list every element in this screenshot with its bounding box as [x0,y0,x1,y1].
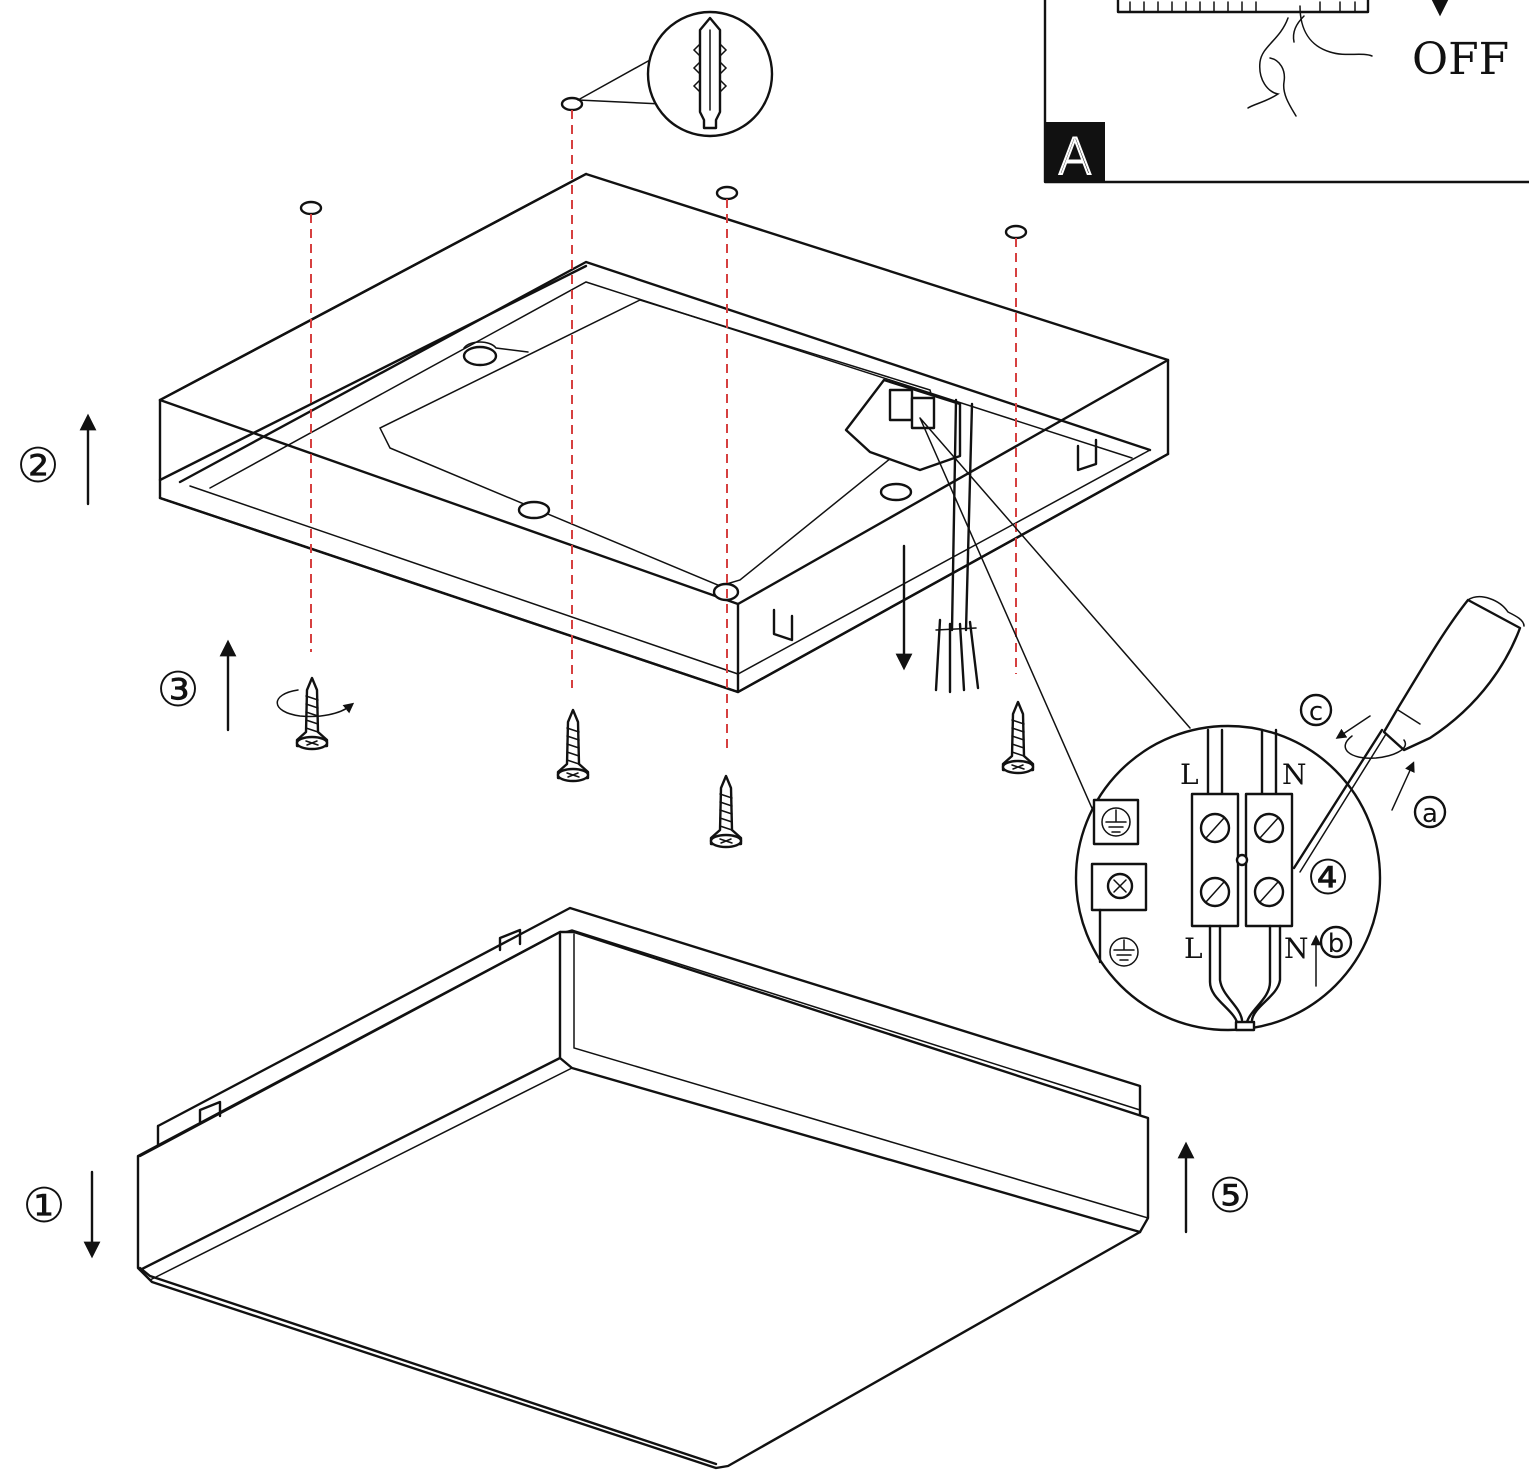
step-2-label: ② [16,438,59,494]
rotate-arrow-icon [1391,761,1415,811]
supply-cable [934,398,980,694]
terminal-holder [844,378,962,472]
terminal-label-neutral-bottom: N [1284,932,1309,965]
switch-off-text: OFF [1412,34,1509,85]
hand-icon [1247,5,1373,117]
inset-panel-switch-off: OFF A [1043,0,1529,187]
terminal-label-live-bottom: L [1184,932,1203,965]
wall-plug-detail [577,10,774,138]
step-3-marker: ③ [156,639,237,732]
inset-label: A [1058,128,1092,186]
step-4-label: ④ [1306,850,1349,906]
step-2-marker: ② [16,413,97,506]
step-3-label: ③ [156,662,199,718]
substep-a-label: a [1422,799,1438,829]
mounting-base [158,172,1170,694]
step-1-label: ① [22,1178,65,1234]
screw-icon [709,774,743,849]
earth-terminal [1090,798,1148,967]
ceiling-hole [1004,224,1028,240]
base-hole [879,482,913,502]
switch-box-illustration [1116,0,1370,14]
ceiling-hole [715,185,739,201]
base-hole [517,500,551,520]
step-1-marker: ① [22,1170,101,1259]
rotate-arrow-icon [1335,715,1371,739]
inset-label-box [1045,122,1105,182]
step-5-label: ⑤ [1208,1168,1251,1224]
terminal-label-live-top: L [1180,758,1199,791]
step-5-marker: ⑤ [1177,1141,1252,1234]
ceiling-hole [299,200,323,216]
base-hole [462,341,529,367]
light-cover [136,906,1150,1470]
screw-icon [1001,700,1035,775]
rotate-arrow-icon [276,689,355,718]
drill-holes [299,96,1028,752]
earth-symbol-icon [1109,937,1139,967]
screw-icon [556,708,590,783]
screwdriver-icon [1292,596,1525,873]
terminal-label-neutral-top: N [1282,758,1307,791]
terminal-detail: L N L N ④ b [919,417,1382,1032]
screw-icon [295,676,329,751]
substep-c-label: c [1309,697,1323,727]
substep-b-label: b [1328,929,1345,959]
